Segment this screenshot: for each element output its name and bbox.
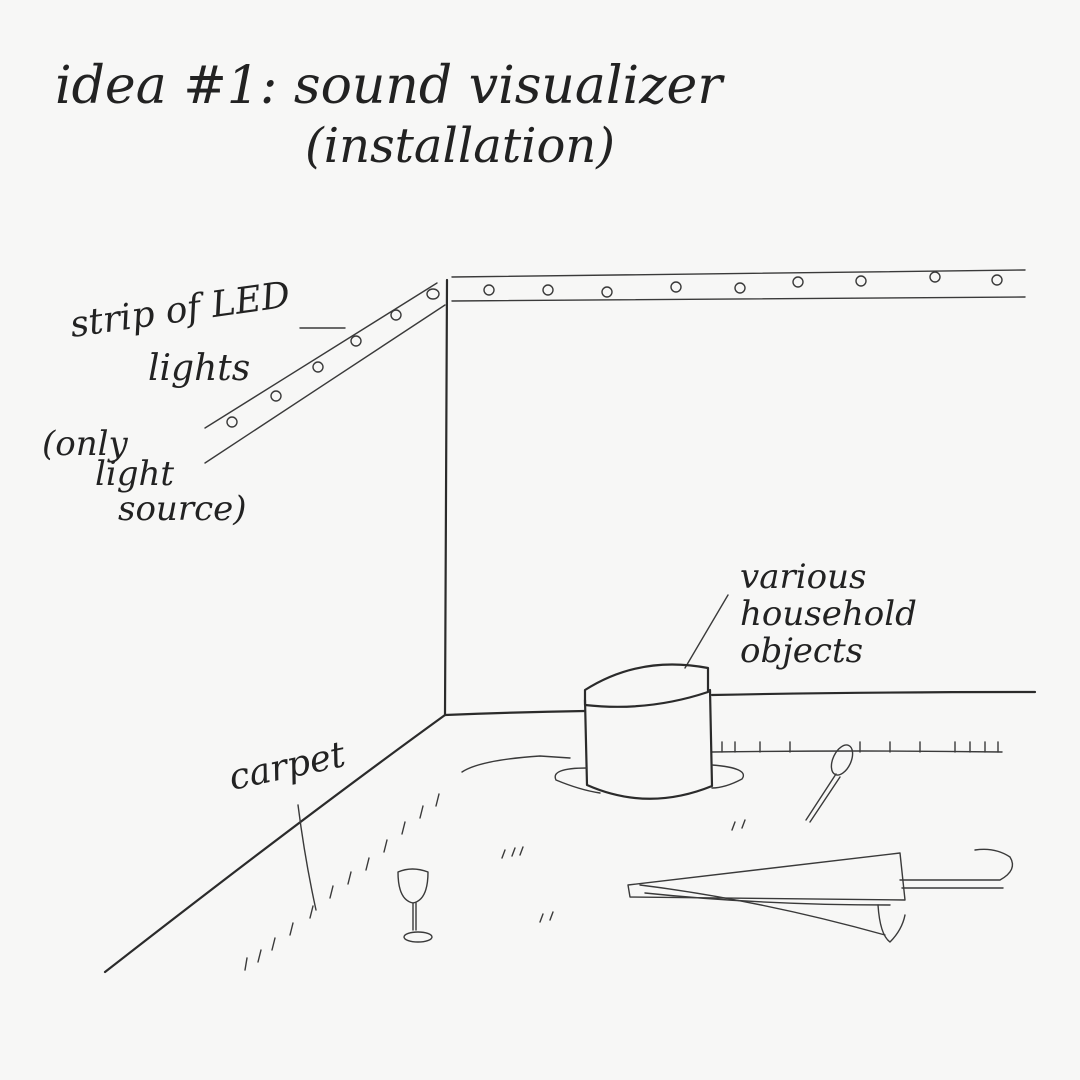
objects-label-line-3: objects <box>740 631 863 671</box>
note-line-1: (only <box>42 424 129 464</box>
pot-handle-right <box>711 764 744 789</box>
led-bulb <box>390 309 402 321</box>
led-bulb <box>312 361 324 373</box>
led-strip-left <box>204 282 446 464</box>
left-floor-edge <box>103 713 447 974</box>
title-line-2: (installation) <box>305 118 615 174</box>
carpet-fringe-back <box>721 741 999 753</box>
objects-label-pointer <box>684 594 729 669</box>
led-bulb <box>601 286 613 298</box>
led-bulb <box>991 274 1003 286</box>
carpet-label-text: carpet <box>225 734 349 799</box>
objects-label: various household objects <box>684 557 917 671</box>
carpet-label-pointer <box>297 804 317 911</box>
led-bulb <box>792 276 804 288</box>
note-line-2: light <box>95 454 174 494</box>
carpet-texture <box>501 819 746 923</box>
led-bulb <box>426 288 440 300</box>
objects-label-line-2: household <box>740 594 917 634</box>
carpet-label: carpet <box>225 734 349 911</box>
umbrella-object <box>627 848 1014 943</box>
led-bulb <box>270 390 282 402</box>
carpet <box>244 741 1003 971</box>
led-bulb <box>226 416 238 428</box>
led-bulb <box>929 271 941 283</box>
wall-corner-line <box>443 278 449 717</box>
carpet-fringe-left <box>244 793 440 971</box>
room-walls <box>103 278 1037 974</box>
led-bulb <box>483 284 495 296</box>
led-bulb <box>670 281 682 293</box>
note-line-3: source) <box>118 489 247 529</box>
led-bulb <box>734 282 746 294</box>
led-label-line-2: lights <box>148 348 250 389</box>
back-floor-edge-left <box>443 709 587 717</box>
spoon-object <box>805 744 854 823</box>
light-source-note: (only light source) <box>42 424 247 529</box>
led-strip-back <box>451 269 1026 302</box>
led-bulb <box>350 335 362 347</box>
objects-label-line-1: various <box>740 557 866 597</box>
pot-handle-left <box>554 767 601 794</box>
pot-object <box>554 663 744 800</box>
led-bulb <box>542 284 554 296</box>
title-line-1: idea #1: sound visualizer <box>55 56 725 116</box>
back-floor-edge-right <box>710 690 1037 697</box>
led-label: strip of LED lights <box>68 274 346 389</box>
led-label-line-1: strip of LED <box>68 274 293 345</box>
umbrella-handle <box>899 848 1014 881</box>
wine-glass-object <box>397 868 433 943</box>
led-bulb <box>855 275 867 287</box>
